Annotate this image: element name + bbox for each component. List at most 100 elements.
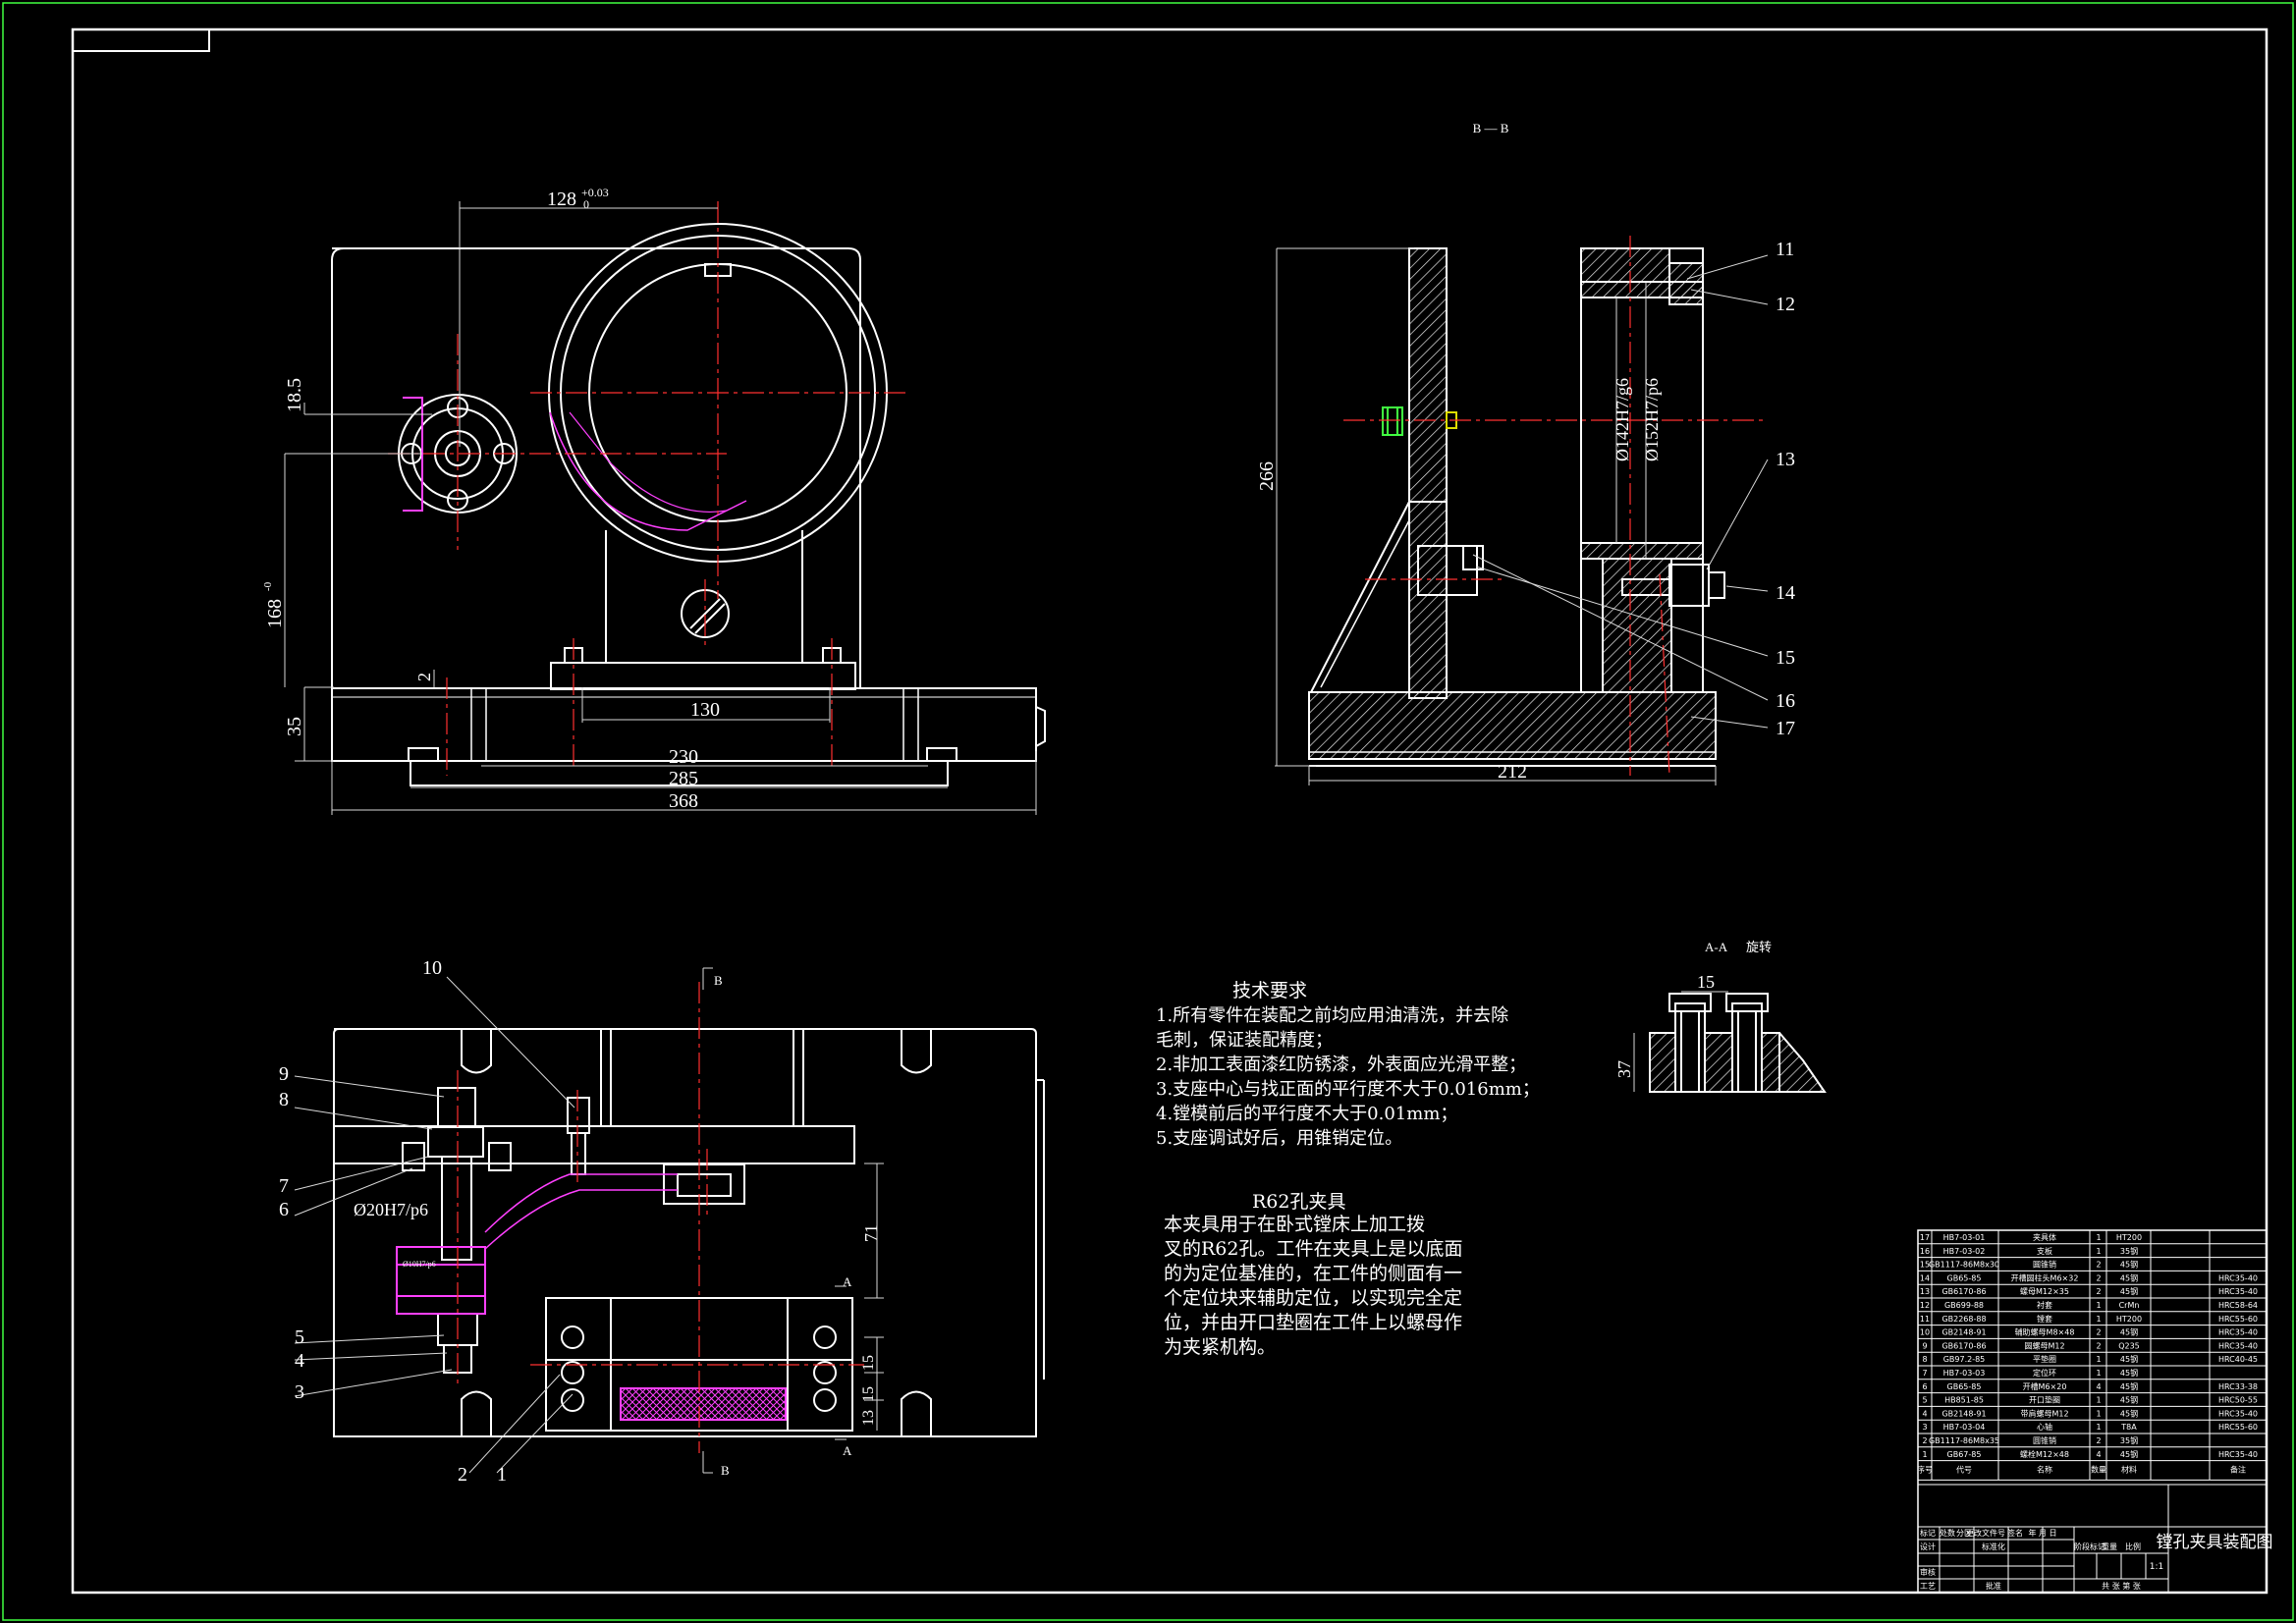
- bom-cell: 辅助螺母M8×48: [2015, 1327, 2075, 1337]
- bom-cell: GB6170-86: [1941, 1341, 1986, 1350]
- plan-leaders: [294, 976, 575, 1474]
- dim-35: 35: [284, 717, 305, 736]
- balloon-9: 9: [279, 1063, 289, 1085]
- front-view: [331, 223, 1046, 786]
- fit-152: Ø152H7/p6: [1642, 378, 1662, 461]
- balloon-2: 2: [458, 1464, 467, 1486]
- cut-mark-b-bottom: B: [721, 1463, 730, 1478]
- balloon-8: 8: [279, 1089, 289, 1110]
- bom-cell: GB699-88: [1944, 1301, 1984, 1310]
- bom-cell: 圆锥销: [2033, 1260, 2056, 1270]
- bom-cell: 35钢: [2120, 1246, 2138, 1256]
- section-bb-dimensions: [1275, 247, 1717, 785]
- cut-mark-b-top: B: [714, 973, 723, 988]
- bom-cell: HB7-03-03: [1943, 1369, 1986, 1378]
- plan-cut-marks: [702, 967, 884, 1474]
- bom-cell: 定位环: [2033, 1368, 2056, 1378]
- dim-285: 285: [669, 768, 698, 789]
- bom-cell: 1: [2096, 1247, 2101, 1256]
- title-block-scale: 1:1: [2150, 1562, 2163, 1572]
- bom-cell: HRC35-40: [2218, 1450, 2258, 1459]
- bom-cell: 35钢: [2120, 1435, 2138, 1445]
- fixture-line-5: 位，并由开口垫圈在工件上以螺母作: [1164, 1312, 1463, 1333]
- bom-cell: 2: [2096, 1261, 2101, 1270]
- bom-cell: 1: [2096, 1301, 2101, 1310]
- bom-cell: 45钢: [2120, 1354, 2138, 1364]
- bom-cell: 2: [2096, 1341, 2101, 1350]
- title-block-label: 设计: [1920, 1542, 1936, 1551]
- bom-cell: 5: [1922, 1396, 1927, 1405]
- balloon-4: 4: [295, 1350, 304, 1372]
- tech-line-3: 2.非加工表面漆红防锈漆，外表面应光滑平整；: [1156, 1055, 1527, 1075]
- dim-2: 2: [414, 673, 434, 681]
- bom-cell: GB6170-86: [1941, 1287, 1986, 1296]
- dim-15-b: 15: [860, 1355, 877, 1371]
- bom-cell: 衬套: [2037, 1300, 2052, 1310]
- front-leaders: [1472, 254, 1769, 729]
- tech-line-5: 4.镗模前后的平行度不大于0.01mm；: [1156, 1104, 1458, 1124]
- bom-cell: Q235: [2118, 1341, 2140, 1350]
- bom-cell: 1: [2096, 1409, 2101, 1418]
- dim-168-tol: -0: [262, 581, 274, 591]
- balloon-11: 11: [1776, 239, 1794, 260]
- balloon-1: 1: [497, 1464, 507, 1486]
- bom-cell: 开槽圆柱头M6×32: [2011, 1272, 2079, 1282]
- dim-18-5: 18.5: [284, 378, 305, 412]
- tech-line-1: 1.所有零件在装配之前均应用油清洗，并去除: [1156, 1005, 1509, 1026]
- bom-cell: HRC33-38: [2218, 1382, 2258, 1391]
- title-block-title: 镗孔夹具装配图: [2157, 1533, 2273, 1552]
- bom-cell: HRC50-55: [2218, 1396, 2258, 1405]
- bom-cell: 10: [1920, 1328, 1930, 1337]
- section-bb-parts: [1382, 406, 1670, 596]
- dim-230: 230: [669, 746, 698, 768]
- balloon-7: 7: [279, 1175, 289, 1197]
- title-block-label: 阶段标记: [2074, 1542, 2105, 1551]
- bom-cell: 17: [1920, 1233, 1930, 1242]
- dim-71: 71: [861, 1224, 881, 1242]
- bom-cell: 45钢: [2120, 1272, 2138, 1282]
- bom-cell: 夹具体: [2033, 1232, 2056, 1242]
- bom-cell: 13: [1920, 1287, 1930, 1296]
- fixture-line-4: 个定位块来辅助定位，以实现完全定: [1164, 1287, 1463, 1309]
- tech-line-2: 毛刺，保证装配精度；: [1156, 1030, 1333, 1051]
- bom-cell: 螺栓M12×48: [2020, 1449, 2069, 1459]
- front-dimensions: [284, 201, 1037, 815]
- tech-line-4: 3.支座中心与找正面的平行度不大于0.016mm；: [1156, 1079, 1540, 1100]
- section-aa-view: [1649, 993, 1827, 1093]
- bom-cell: 1: [1922, 1450, 1927, 1459]
- bom-cell: 15: [1920, 1261, 1930, 1270]
- tech-requirements-title: 技术要求: [1232, 980, 1308, 1001]
- bom-cell: 45钢: [2120, 1260, 2138, 1270]
- dim-15-a: 15: [860, 1386, 877, 1402]
- balloon-6: 6: [279, 1199, 289, 1220]
- bom-cell: GB65-85: [1947, 1382, 1982, 1391]
- bom-cell: 1: [2096, 1355, 2101, 1364]
- bom-cell: 2: [2096, 1328, 2101, 1337]
- title-block-label: 工艺: [1920, 1582, 1936, 1591]
- bom-cell: 3: [1922, 1423, 1927, 1432]
- fixture-line-1: 本夹具用于在卧式镗床上加工拨: [1164, 1214, 1426, 1235]
- bom-cell: 12: [1920, 1301, 1930, 1310]
- bom-cell: HRC55-60: [2218, 1315, 2258, 1324]
- title-block-label: 分区: [1956, 1529, 1972, 1538]
- bom-cell: HB7-03-01: [1943, 1233, 1986, 1242]
- bom-cell: GB2148-91: [1941, 1328, 1986, 1337]
- bom-cell: HRC55-60: [2218, 1423, 2258, 1432]
- balloon-15: 15: [1776, 647, 1795, 669]
- bom-header-cell: 数量: [2091, 1465, 2106, 1475]
- title-block: [1918, 1484, 2267, 1593]
- bom-cell: HT200: [2116, 1233, 2142, 1242]
- bom-cell: 45钢: [2120, 1368, 2138, 1378]
- bom-cell: HRC35-40: [2218, 1328, 2258, 1337]
- bom-cell: GB1117-86M8x35: [1929, 1436, 1999, 1445]
- title-block-label: 审核: [1920, 1567, 1936, 1577]
- bom-cell: 1: [2096, 1423, 2101, 1432]
- bom-cell: 4: [1922, 1409, 1927, 1418]
- bom-cell: HT200: [2116, 1315, 2142, 1324]
- bom-cell: 16: [1920, 1247, 1930, 1256]
- balloon-5: 5: [295, 1326, 304, 1348]
- bom-cell: GB2148-91: [1941, 1409, 1986, 1418]
- bom-header-cell: 序号: [1917, 1465, 1933, 1475]
- bom-cell: 1: [2096, 1369, 2101, 1378]
